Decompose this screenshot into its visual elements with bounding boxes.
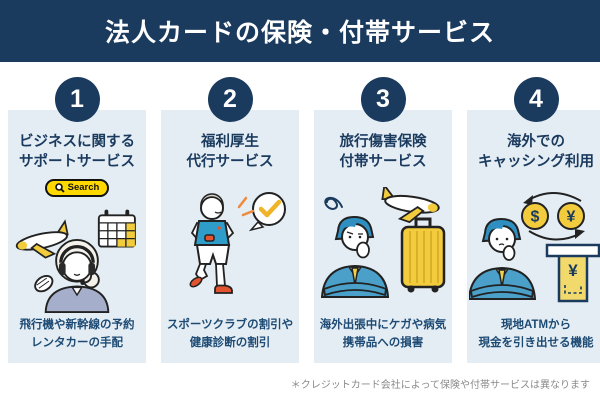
search-badge: Search bbox=[44, 179, 110, 198]
service-columns: 1 ビジネスに関する サポートサービス Search bbox=[0, 77, 600, 363]
atm-icon: ¥ bbox=[545, 243, 600, 302]
panel-title: 旅行傷害保険 付帯サービス bbox=[339, 134, 427, 170]
waving-hand bbox=[34, 275, 54, 293]
thinking-businessman-illustration bbox=[469, 217, 537, 300]
calendar-icon bbox=[97, 209, 136, 248]
panel-business-support: ビジネスに関する サポートサービス Search bbox=[8, 110, 146, 363]
panel-description: スポーツクラブの割引や 健康診断の割引 bbox=[166, 319, 294, 350]
yen-coin-icon: ¥ bbox=[567, 208, 576, 225]
dizzy-squiggle-icon bbox=[324, 196, 343, 210]
column-overseas-cashing: 4 海外での キャッシング利用 $ ¥ bbox=[467, 77, 600, 363]
panel-title: 海外での キャッシング利用 bbox=[478, 134, 594, 170]
panel-description: 海外出張中にケガや病気 携帯品への損害 bbox=[319, 319, 447, 350]
column-travel-insurance: 3 旅行傷害保険 付帯サービス bbox=[314, 77, 452, 363]
yen-bill-symbol: ¥ bbox=[568, 261, 578, 280]
suitcase-icon bbox=[400, 217, 446, 293]
number-badge-4: 4 bbox=[513, 77, 559, 122]
page-title: 法人カードの保険・付帯サービス bbox=[104, 19, 495, 47]
panel-title: 福利厚生 代行サービス bbox=[186, 134, 274, 170]
footnote: ＊クレジットカード会社によって保険や付帯サービスは異なります bbox=[290, 380, 590, 391]
currency-exchange-icon: $ ¥ bbox=[521, 191, 585, 241]
number-badge-2: 2 bbox=[207, 77, 253, 122]
worried-businessman-illustration bbox=[320, 215, 390, 298]
operator-illustration bbox=[34, 239, 110, 314]
search-label: Search bbox=[67, 182, 100, 193]
panel-travel-insurance: 旅行傷害保険 付帯サービス bbox=[314, 110, 452, 363]
number-badge-3: 3 bbox=[360, 77, 406, 122]
runner-illustration bbox=[189, 192, 235, 294]
column-welfare-service: 2 福利厚生 代行サービス bbox=[161, 77, 299, 363]
illustration-operator bbox=[10, 199, 144, 317]
column-business-support: 1 ビジネスに関する サポートサービス Search bbox=[8, 77, 146, 363]
number-badge-1: 1 bbox=[54, 77, 100, 122]
emphasis-lines bbox=[237, 196, 255, 216]
illustration-runner bbox=[163, 174, 297, 317]
panel-description: 現地ATMから 現金を引き出せる機能 bbox=[478, 319, 594, 350]
panel-welfare-service: 福利厚生 代行サービス bbox=[161, 110, 299, 363]
illustration-travel-trouble bbox=[316, 174, 450, 317]
illustration-cashing: $ ¥ bbox=[469, 174, 600, 317]
panel-title: ビジネスに関する サポートサービス bbox=[19, 134, 135, 170]
page-header: 法人カードの保険・付帯サービス bbox=[0, 0, 600, 62]
panel-description: 飛行機や新幹線の予約 レンタカーの手配 bbox=[19, 319, 135, 350]
search-icon bbox=[54, 182, 65, 193]
dollar-coin-icon: $ bbox=[531, 208, 540, 225]
panel-overseas-cashing: 海外での キャッシング利用 $ ¥ bbox=[467, 110, 600, 363]
check-bubble-icon bbox=[248, 191, 286, 231]
airplane-icon bbox=[381, 186, 440, 223]
airplane-icon bbox=[15, 219, 69, 259]
